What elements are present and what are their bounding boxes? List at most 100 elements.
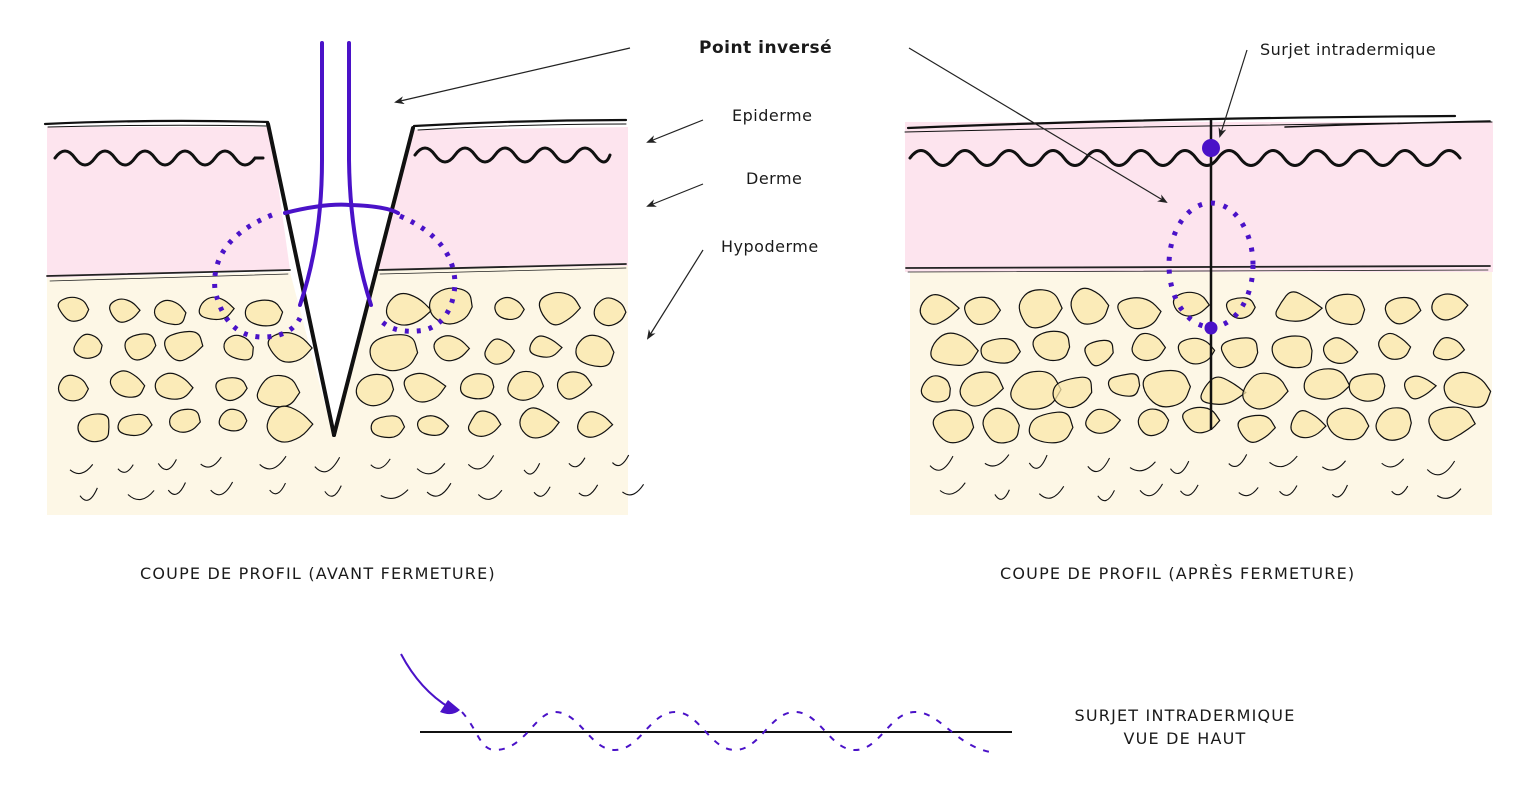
fat-cell xyxy=(1032,330,1071,362)
fat-cell xyxy=(267,332,313,363)
fat-cell xyxy=(168,408,201,433)
fat-cell xyxy=(1107,373,1141,397)
tissue-squiggle xyxy=(269,482,286,495)
fat-cell xyxy=(920,375,951,403)
fat-cell xyxy=(370,415,406,439)
fat-cell xyxy=(109,370,146,398)
tissue-squiggle xyxy=(210,481,234,496)
fat-cell xyxy=(1117,297,1162,330)
tissue-squiggle xyxy=(1279,485,1298,496)
fat-cell xyxy=(1403,375,1438,400)
left-panel-cross-section xyxy=(43,41,645,515)
tissue-squiggle xyxy=(1228,454,1248,467)
tissue-squiggle xyxy=(1097,490,1115,502)
tissue-squiggle xyxy=(127,490,155,501)
fat-cell xyxy=(1431,293,1469,321)
tissue-squiggle xyxy=(523,463,541,475)
fat-cell xyxy=(1085,408,1122,434)
tissue-squiggle xyxy=(1038,485,1065,499)
fat-cell xyxy=(244,299,284,327)
fat-cell xyxy=(577,411,614,438)
right-dermis-layer xyxy=(905,122,1493,272)
fat-cell xyxy=(494,296,525,321)
left-dermis-layer-left xyxy=(47,127,290,278)
top-view-needle-thread xyxy=(400,653,451,709)
fat-cell xyxy=(1428,406,1476,441)
label-point-inverse: Point inversé xyxy=(699,38,833,58)
tissue-squiggle xyxy=(1087,457,1111,473)
fat-cell xyxy=(73,333,103,359)
tissue-squiggle xyxy=(1426,460,1456,476)
tissue-squiggle xyxy=(1028,454,1048,469)
fat-cell xyxy=(109,298,141,323)
tissue-squiggle xyxy=(167,482,186,495)
top-view-thread-tip xyxy=(440,700,460,715)
top-view-suture xyxy=(400,653,1012,753)
caption-right-panel: COUPE DE PROFIL (APRÈS FERMETURE) xyxy=(1000,564,1356,583)
right-dermis-boundary xyxy=(905,265,1491,273)
left-suture-dotted-loop xyxy=(212,212,458,340)
annotation-arrows xyxy=(394,47,1248,340)
tissue-squiggle xyxy=(929,455,954,471)
tissue-squiggle xyxy=(416,463,446,475)
tissue-squiggle xyxy=(69,464,94,475)
tissue-squiggle xyxy=(1170,460,1190,475)
tissue-squiggle xyxy=(314,457,341,473)
fat-cell xyxy=(575,334,615,368)
right-suture-dotted-loop xyxy=(1166,200,1256,330)
fat-cell xyxy=(1348,373,1386,402)
arrow-epiderme xyxy=(646,119,704,143)
fat-cell xyxy=(1275,291,1324,322)
tissue-squiggle xyxy=(324,485,342,497)
caption-top-view-line2: VUE DE HAUT xyxy=(1123,729,1247,748)
fat-cell xyxy=(959,371,1005,407)
fat-cell xyxy=(1384,296,1422,325)
fat-cell xyxy=(1326,407,1370,441)
left-suture-thread xyxy=(283,41,400,307)
tissue-squiggle xyxy=(370,458,391,469)
fat-cell xyxy=(484,338,516,365)
tissue-squiggle xyxy=(1331,484,1348,498)
tissue-squiggle xyxy=(259,455,287,470)
tissue-squiggle xyxy=(994,489,1010,500)
left-skin-surface xyxy=(43,118,628,131)
fat-cell xyxy=(164,330,204,362)
tissue-squiggle xyxy=(612,454,630,467)
left-dermis-boundary xyxy=(46,263,627,282)
arrow-point-inverse-left xyxy=(394,47,631,105)
fat-cell xyxy=(1242,372,1289,410)
tissue-squiggle xyxy=(477,489,503,500)
left-hypodermis-layer xyxy=(47,266,628,515)
fat-cell xyxy=(256,374,301,408)
fat-cell xyxy=(932,409,975,444)
fat-cell xyxy=(1271,335,1313,369)
fat-cell xyxy=(403,372,447,403)
right-panel-cross-section xyxy=(904,114,1493,515)
arrow-point-inverse-right xyxy=(908,47,1168,204)
fat-cell xyxy=(467,410,502,437)
right-suture-knot-bottom xyxy=(1204,321,1218,335)
fat-cell xyxy=(529,335,563,358)
tissue-squiggle xyxy=(467,455,495,470)
tissue-squiggle xyxy=(200,456,222,468)
left-wound-edges xyxy=(266,122,415,437)
fat-cell xyxy=(215,377,248,402)
fat-cell xyxy=(593,297,627,327)
fat-cell xyxy=(266,405,314,443)
tissue-squiggle xyxy=(1436,488,1462,499)
left-fat-cells xyxy=(57,287,645,501)
fat-cell xyxy=(1172,291,1211,317)
fat-cell xyxy=(1303,368,1351,400)
tissue-squiggle xyxy=(79,487,98,501)
fat-cell xyxy=(1225,297,1256,319)
fat-cell xyxy=(153,299,187,326)
tissue-squiggle xyxy=(533,486,551,497)
fat-cell xyxy=(1131,332,1167,362)
fat-cell xyxy=(117,413,153,437)
fat-cell xyxy=(964,296,1002,326)
fat-cell xyxy=(1290,410,1327,439)
fat-cell xyxy=(519,407,560,439)
fat-cell xyxy=(1378,332,1412,360)
label-derme: Derme xyxy=(746,169,803,188)
